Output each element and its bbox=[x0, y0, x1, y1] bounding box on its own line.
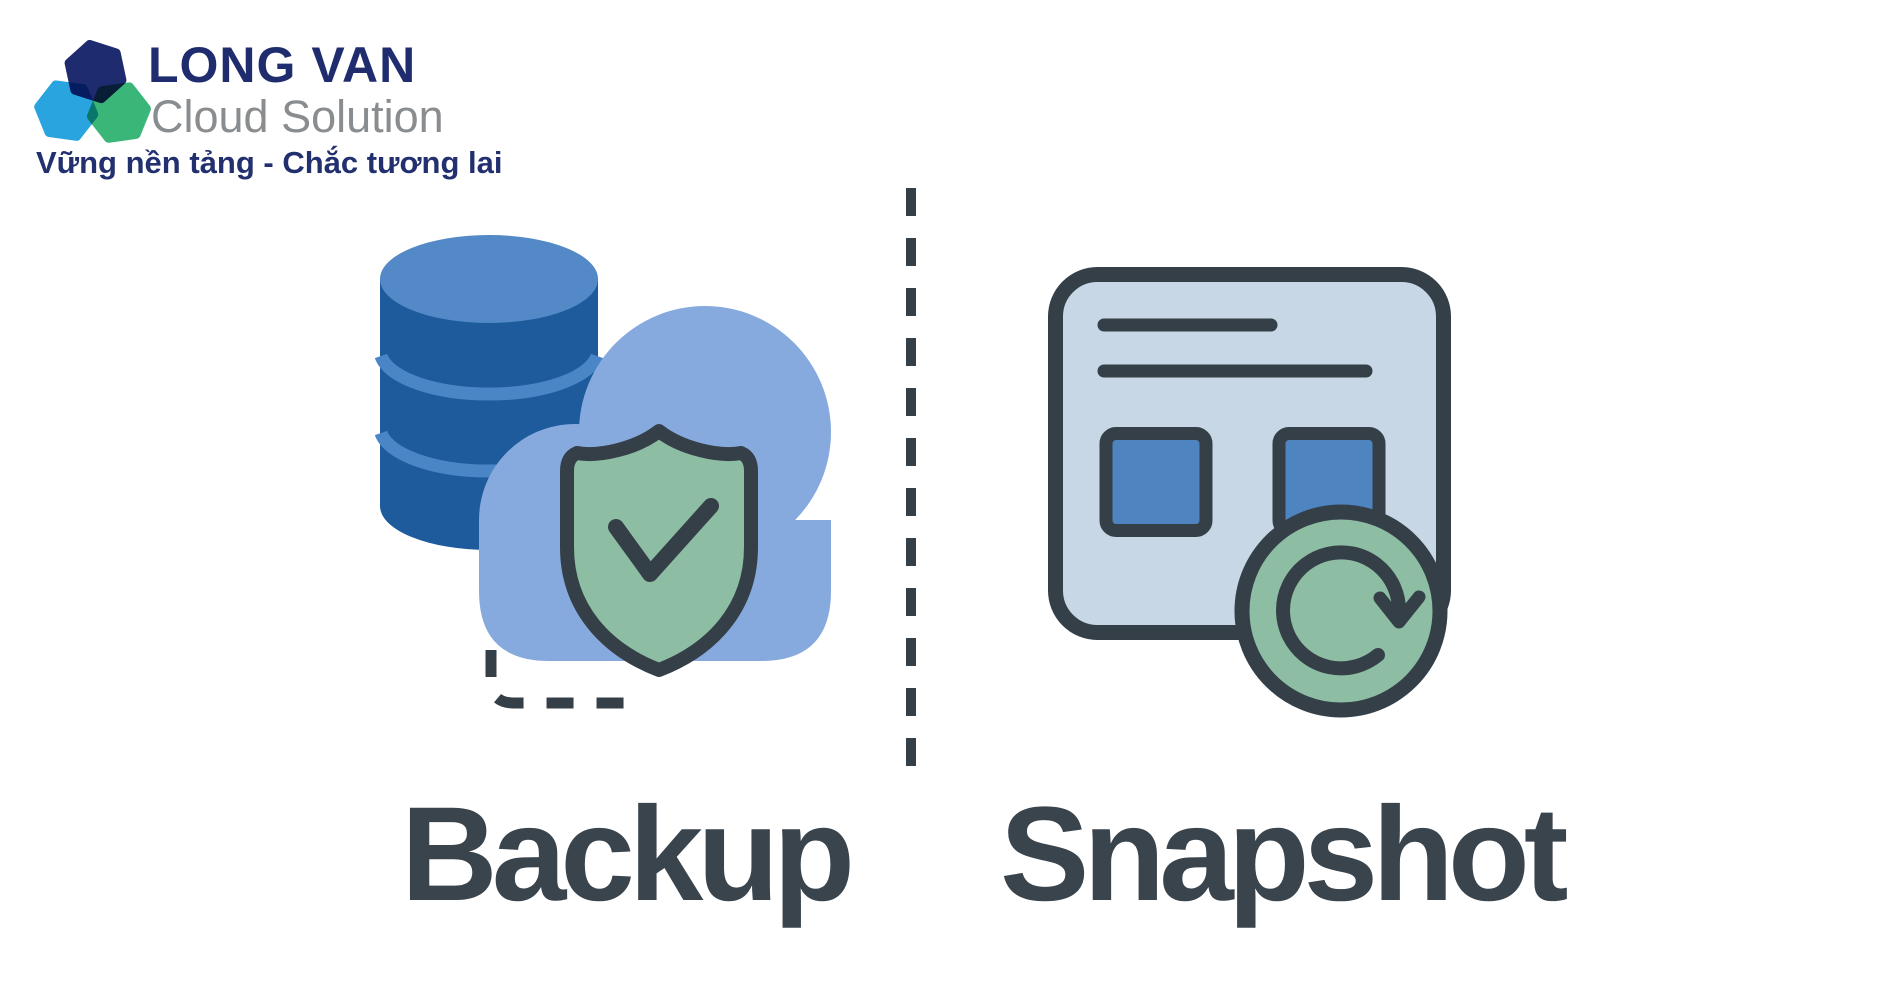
logo: LONG VAN Cloud Solution Vững nền tảng - … bbox=[0, 0, 520, 200]
restore-icon bbox=[1234, 504, 1448, 718]
logo-hexagon-cyan-icon bbox=[34, 80, 99, 141]
logo-title: LONG VAN bbox=[148, 37, 417, 93]
logo-tagline: Vững nền tảng - Chắc tương lai bbox=[36, 145, 503, 180]
database-band bbox=[374, 353, 604, 401]
logo-subtitle: Cloud Solution bbox=[151, 91, 444, 142]
database-top bbox=[380, 235, 598, 323]
checkmark-icon bbox=[608, 498, 719, 582]
shield-check-icon bbox=[560, 424, 758, 677]
backup-label: Backup bbox=[401, 780, 855, 929]
shield-shape bbox=[560, 424, 758, 677]
backup-illustration bbox=[374, 235, 831, 709]
logo-hexagon-green-icon bbox=[86, 82, 151, 143]
restore-arrowhead-icon bbox=[1373, 590, 1426, 629]
logo-mark-icon bbox=[34, 40, 151, 143]
restore-arrow-icon bbox=[1276, 545, 1407, 676]
restore-circle bbox=[1234, 504, 1448, 718]
snapshot-illustration bbox=[1048, 267, 1451, 718]
snapshot-label: Snapshot bbox=[1000, 780, 1568, 929]
dashed-connector bbox=[485, 550, 646, 709]
window-thumbnail bbox=[1099, 427, 1213, 537]
